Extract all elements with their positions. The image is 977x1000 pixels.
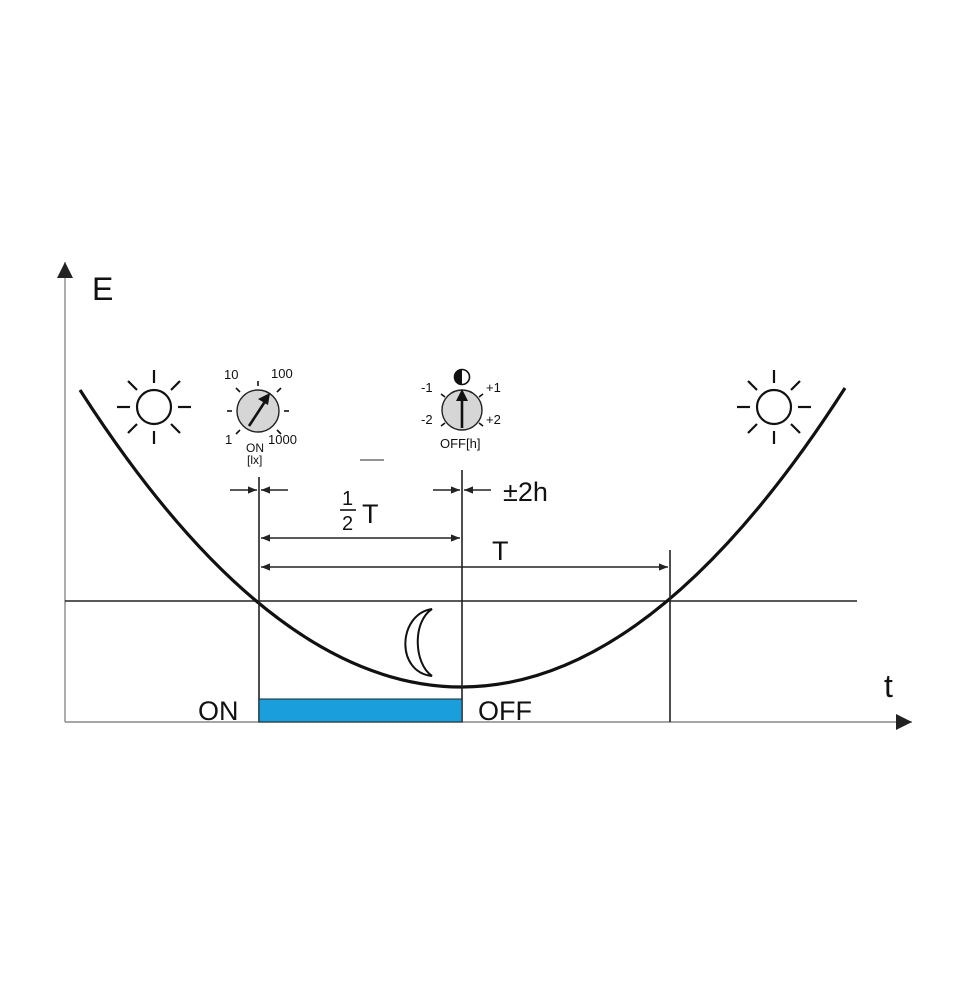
lux-dial-pointer <box>247 399 268 427</box>
x-axis-label: t <box>884 668 893 704</box>
off-time-dial: -1 +1 -2 +2 OFF[h] <box>421 368 501 451</box>
on-interval-bar <box>258 698 463 723</box>
sun-icon <box>737 370 811 444</box>
half-numerator: 1 <box>342 488 353 510</box>
off-mark-plus1: +1 <box>486 380 501 395</box>
off-mark-minus1: -1 <box>421 380 433 395</box>
lux-dial-caption: ON <box>246 441 264 455</box>
y-axis-label: E <box>92 271 113 307</box>
offset-label: ±2h <box>503 477 548 507</box>
sun-icon <box>117 370 191 444</box>
off-label: OFF <box>478 696 532 726</box>
on-label: ON <box>198 696 239 726</box>
off-mark-plus2: +2 <box>486 412 501 427</box>
half-period-symbol: T <box>362 499 379 529</box>
off-dial-caption: OFF[h] <box>440 436 480 451</box>
off-mark-minus2: -2 <box>421 412 433 427</box>
moon-icon <box>404 608 433 677</box>
off-dial-pointer-head <box>456 389 468 401</box>
lux-mark-1: 1 <box>225 432 232 447</box>
half-moon-icon <box>453 368 471 386</box>
lux-mark-100: 100 <box>271 366 293 381</box>
half-denominator: 2 <box>342 513 353 535</box>
lux-mark-10: 10 <box>224 367 238 382</box>
lux-mark-1000: 1000 <box>268 432 297 447</box>
lux-dial-unit: [lx] <box>247 453 262 467</box>
lux-dial: 10 100 1 1000 ON [lx] <box>224 366 297 467</box>
lux-dial-pointer-head <box>258 393 270 405</box>
full-period-label: T <box>492 536 509 566</box>
